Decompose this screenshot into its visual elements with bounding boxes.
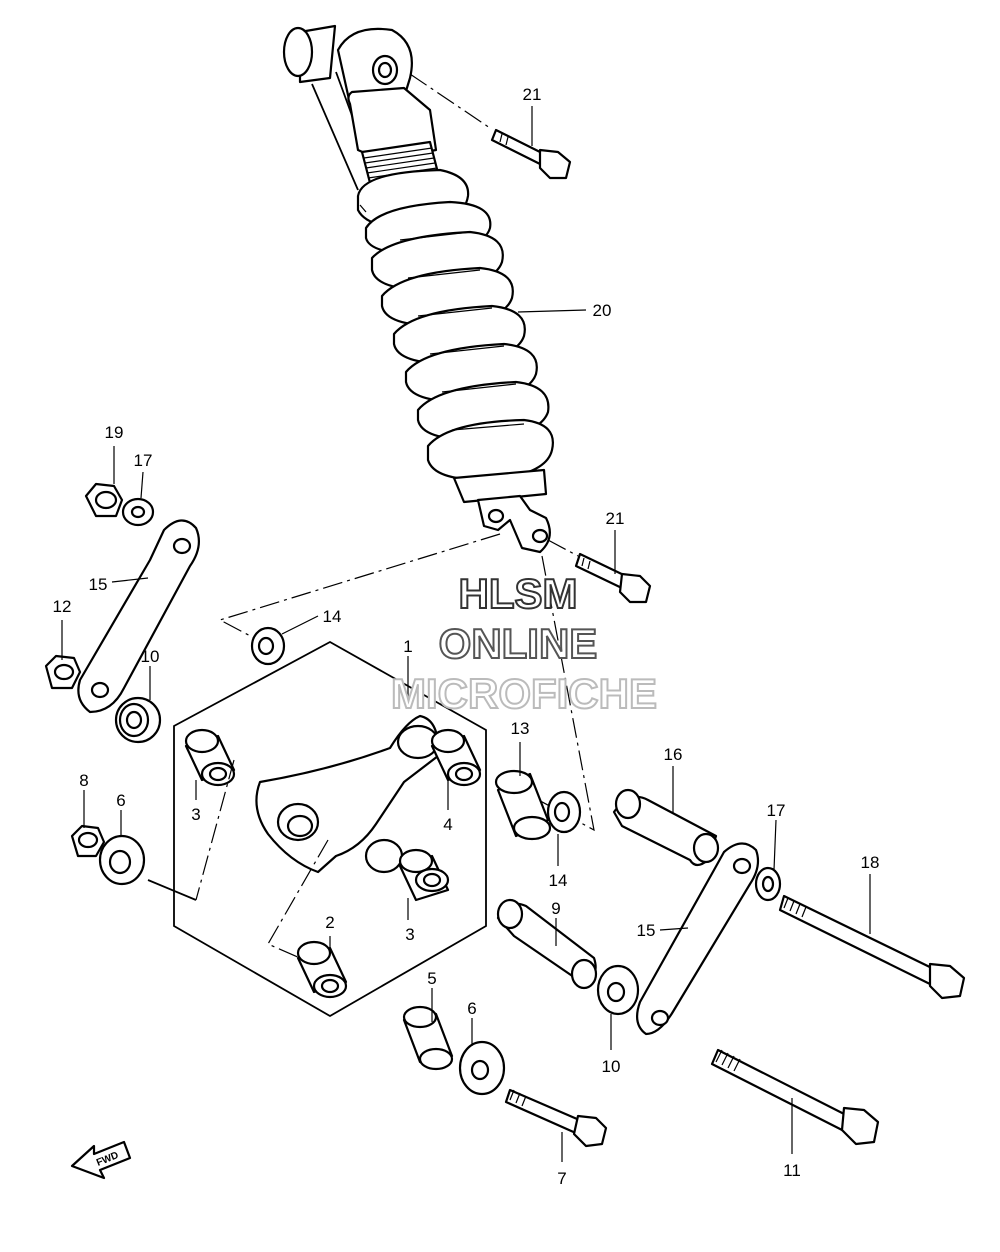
collar-9[interactable]	[496, 898, 598, 990]
callout-16[interactable]: 16	[664, 745, 683, 764]
callout-3-top[interactable]: 3	[191, 805, 200, 824]
panel-line-b	[267, 839, 329, 959]
callout-21-top[interactable]: 21	[523, 85, 542, 104]
shock-absorber[interactable]	[282, 24, 554, 554]
callout-5[interactable]: 5	[427, 969, 436, 988]
callout-8[interactable]: 8	[79, 771, 88, 790]
mount-line-rod	[519, 555, 595, 832]
bolt-7[interactable]	[504, 1088, 608, 1148]
panel-line-c	[147, 879, 197, 901]
cushion-rod-15-left[interactable]	[77, 519, 201, 714]
callout-12[interactable]: 12	[53, 597, 72, 616]
callout-14-right[interactable]: 14	[549, 871, 568, 890]
bushing-4[interactable]	[430, 728, 482, 787]
callout-1[interactable]: 1	[403, 637, 412, 656]
callout-14-top[interactable]: 14	[323, 607, 342, 626]
watermark-line-1: HLSM	[459, 570, 578, 617]
bolt-21-bottom[interactable]	[574, 552, 652, 604]
bushing-3-bottom[interactable]	[398, 848, 450, 902]
callout-9[interactable]: 9	[551, 899, 560, 918]
spacer-10-left[interactable]	[114, 696, 162, 744]
collar-16[interactable]	[612, 788, 720, 867]
nut-12[interactable]	[44, 654, 82, 690]
callout-17-left[interactable]: 17	[134, 451, 153, 470]
callout-3-bottom[interactable]: 3	[405, 925, 414, 944]
bolt-18[interactable]	[778, 894, 966, 1000]
bushing-2[interactable]	[296, 940, 348, 999]
collar-13[interactable]	[494, 769, 552, 841]
callout-4[interactable]: 4	[443, 815, 452, 834]
callout-20[interactable]: 20	[593, 301, 612, 320]
watermark-line-2: ONLINE	[439, 620, 598, 667]
callout-2[interactable]: 2	[325, 913, 334, 932]
callout-18[interactable]: 18	[861, 853, 880, 872]
leader-lines	[61, 106, 871, 1162]
nut-19[interactable]	[84, 482, 124, 518]
washer-6-right[interactable]	[458, 1040, 506, 1096]
washer-14-right[interactable]	[546, 790, 582, 834]
callout-11[interactable]: 11	[783, 1161, 801, 1180]
watermark: HLSM ONLINE MICROFICHE	[390, 569, 658, 718]
bushing-3-top[interactable]	[184, 728, 236, 787]
washer-14-top[interactable]	[250, 626, 286, 666]
bolt-11[interactable]	[710, 1048, 880, 1146]
assembly-panel	[173, 640, 487, 1018]
callout-labels: 1 2 3 3 4 5 6 6 7 8 9 10 10 11 12 13 14 …	[53, 85, 880, 1188]
spacer-10-right[interactable]	[596, 964, 640, 1016]
callout-21-bottom[interactable]: 21	[606, 509, 625, 528]
washer-6-left[interactable]	[98, 834, 146, 886]
nut-8[interactable]	[70, 824, 106, 858]
cushion-rod-15-right[interactable]	[635, 842, 760, 1036]
bolt-21-top[interactable]	[490, 128, 572, 180]
mount-line-bottom	[547, 539, 579, 557]
mount-line-top	[409, 73, 491, 129]
callout-10-right[interactable]: 10	[602, 1057, 621, 1076]
callout-15-left[interactable]: 15	[89, 575, 108, 594]
watermark-line-3: MICROFICHE	[391, 670, 657, 717]
washer-17-left[interactable]	[121, 497, 155, 527]
callout-13[interactable]: 13	[511, 719, 530, 738]
panel-line-a	[195, 759, 235, 901]
fwd-arrow-icon: FWD	[70, 1140, 132, 1180]
washer-17-right[interactable]	[754, 866, 782, 902]
callout-17-right[interactable]: 17	[767, 801, 786, 820]
collar-5[interactable]	[402, 1005, 454, 1071]
callout-7[interactable]: 7	[557, 1169, 566, 1188]
callout-19[interactable]: 19	[105, 423, 124, 442]
callout-15-right[interactable]: 15	[637, 921, 656, 940]
callout-6-left[interactable]: 6	[116, 791, 125, 810]
cushion-lever-1[interactable]	[255, 714, 440, 874]
callout-6-right[interactable]: 6	[467, 999, 476, 1018]
callout-10-left[interactable]: 10	[141, 647, 160, 666]
